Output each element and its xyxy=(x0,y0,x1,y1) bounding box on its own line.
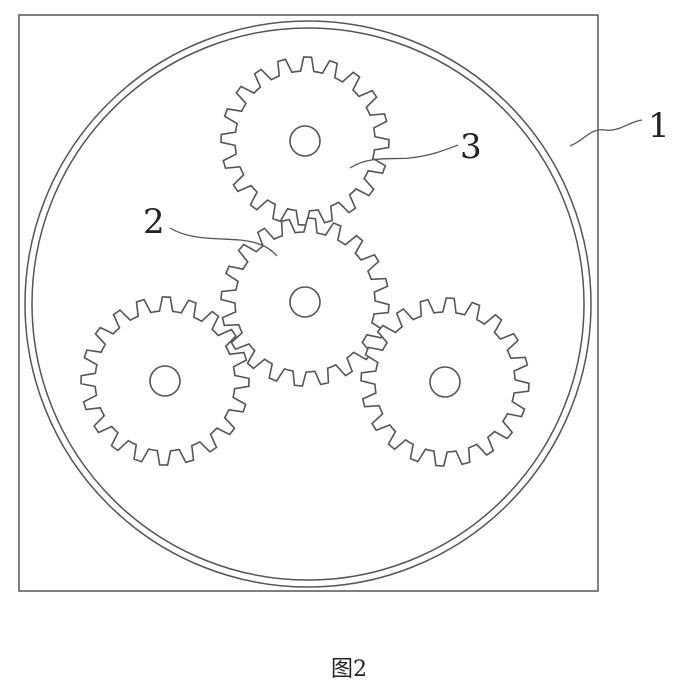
ring-outer xyxy=(24,20,592,588)
label-3: 3 xyxy=(460,127,482,167)
sun-gear xyxy=(220,217,390,387)
label-1: 1 xyxy=(648,106,670,146)
housing-square xyxy=(18,14,599,592)
leader-line-1 xyxy=(569,119,643,147)
planet-gear-top xyxy=(220,56,390,226)
figure-caption: 图2 xyxy=(331,657,367,682)
sun-gear-hole xyxy=(289,286,321,318)
leader-line-3 xyxy=(349,144,459,169)
planet-gear-top-hole xyxy=(289,125,321,157)
planet-gear-left xyxy=(80,296,250,466)
planet-gear-left-hole xyxy=(149,365,181,397)
planet-gear-right xyxy=(360,297,530,467)
ring-inner xyxy=(31,27,585,581)
label-2: 2 xyxy=(143,202,165,242)
leader-line-2 xyxy=(169,227,278,257)
planet-gear-right-hole xyxy=(429,366,461,398)
